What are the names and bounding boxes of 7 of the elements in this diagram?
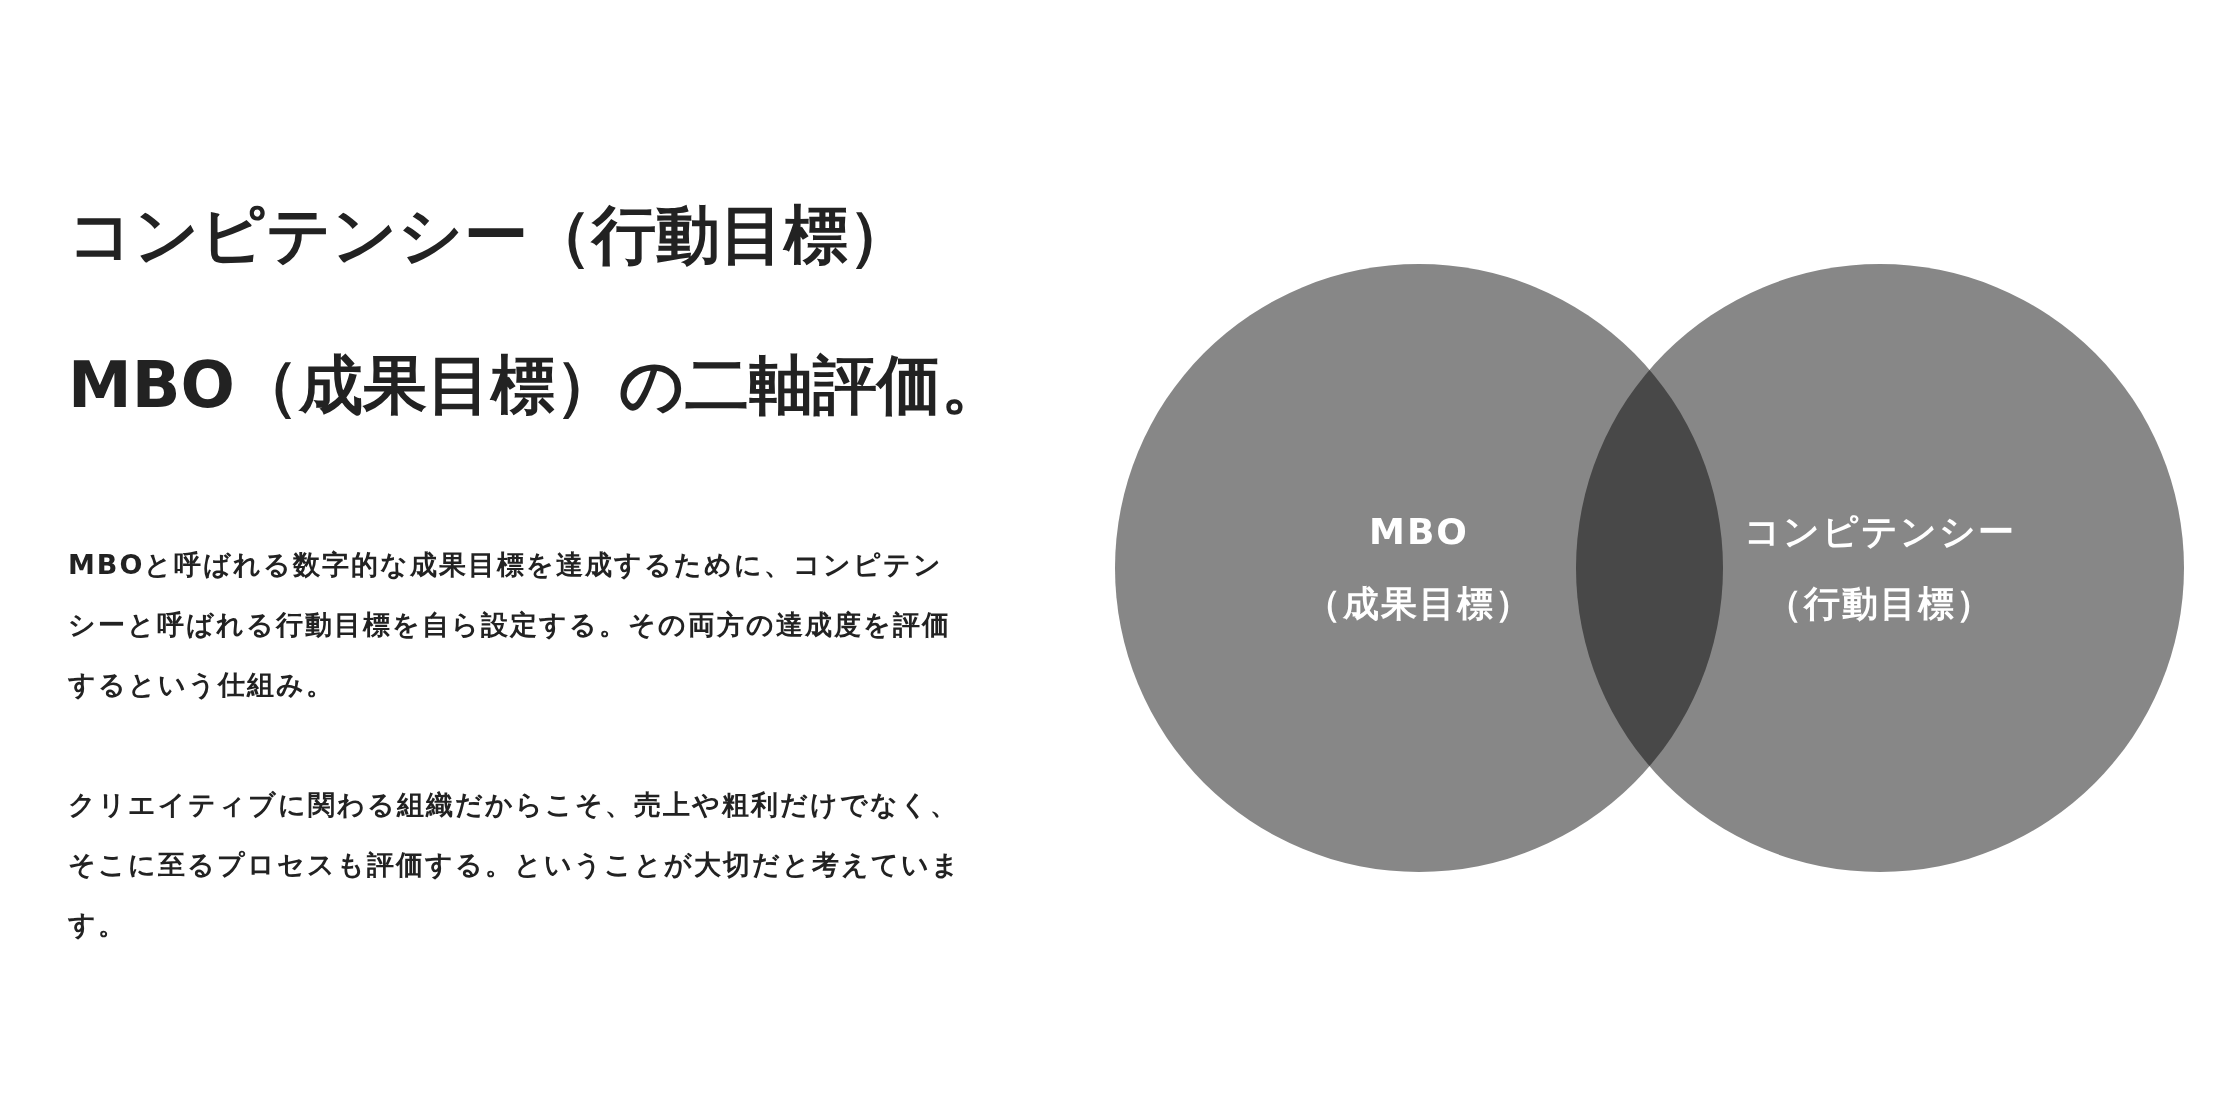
- paragraph: MBOと呼ばれる数字的な成果目標を達成するために、コンピテンシーと呼ばれる行動目標を自ら設定する。その両方の達成度を評価するという仕組み。: [68, 548, 952, 702]
- paragraph: クリエイティブに関わる組織だからこそ、売上や粗利だけでなく、そこに至るプロセスも評価する。ということが大切だと考えています。: [68, 788, 962, 942]
- title: コンピテンシー（行動目標）MBO（成果目標）の二軸評価。: [68, 197, 1006, 424]
- circle-heading: コンピテンシー: [1744, 510, 2016, 554]
- circle-subheading: （成果目標）: [1305, 582, 1533, 626]
- circle-subheading: （行動目標）: [1766, 582, 1994, 626]
- circle-heading: MBO: [1369, 510, 1469, 554]
